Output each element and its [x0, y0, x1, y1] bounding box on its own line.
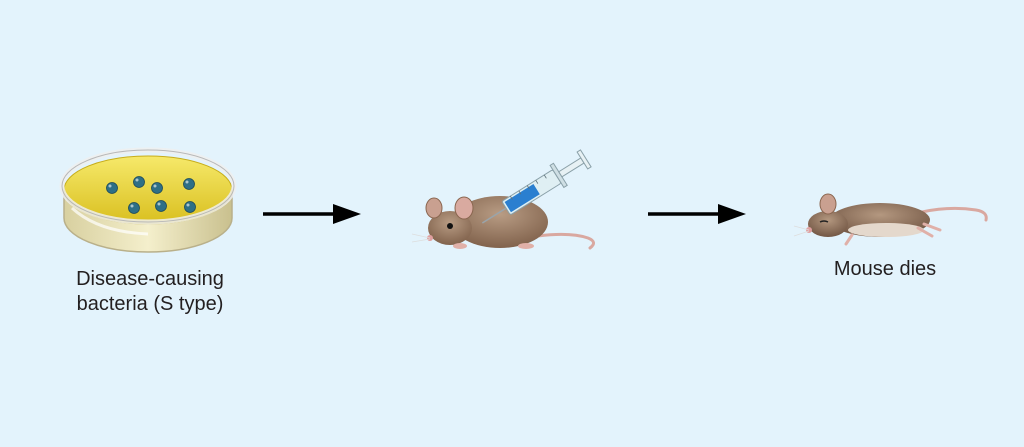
step-3-label: Mouse dies [790, 257, 980, 282]
mouse-icon [411, 196, 595, 250]
arrow-right-icon [648, 204, 746, 224]
step-1-label-line2: bacteria (S type) [76, 293, 224, 315]
arrow-right-icon [263, 204, 361, 224]
step-3-label-line1: Mouse dies [833, 258, 937, 280]
step-1-label-line1: Disease-causing [76, 268, 224, 290]
dead-mouse-icon [793, 193, 988, 246]
syringe-icon [481, 149, 592, 224]
step-1-label: Disease-causing bacteria (S type) [40, 267, 260, 317]
petri-dish-icon [59, 147, 237, 253]
